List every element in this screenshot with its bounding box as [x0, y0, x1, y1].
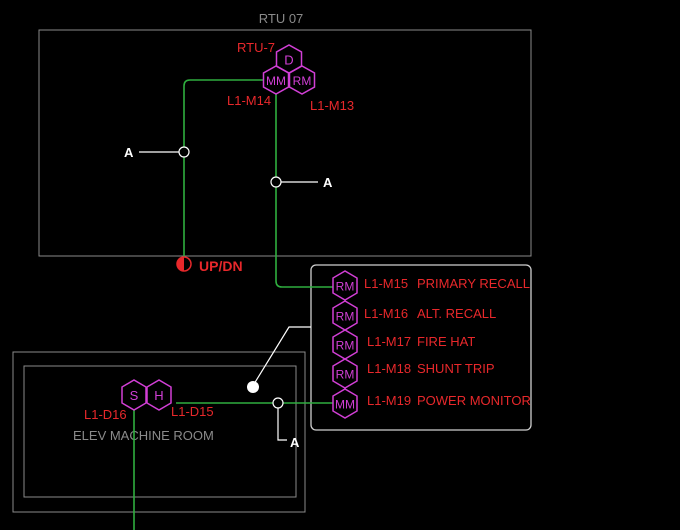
module-description: PRIMARY RECALL [417, 276, 530, 291]
leader-dot [247, 381, 259, 393]
updn-label: UP/DN [199, 258, 243, 274]
elevator-room-outer-outline [12, 351, 306, 513]
module-address: L1-M17 [367, 334, 411, 349]
endpoint-marker-a: A [290, 435, 300, 450]
wire-rm-down [275, 94, 333, 288]
module-description: SHUNT TRIP [417, 361, 495, 376]
junction-a1 [178, 146, 190, 158]
elevator-room-label: ELEV MACHINE ROOM [73, 428, 214, 443]
device-address: L1-M14 [227, 93, 271, 108]
leaders [139, 151, 318, 441]
device-address: L1-D15 [171, 404, 214, 419]
device-address: L1-M13 [310, 98, 354, 113]
leader-panel [253, 326, 311, 385]
svg-text:H: H [154, 388, 163, 403]
leader-a3 [277, 408, 287, 441]
hex-device-mm: MM [262, 65, 290, 95]
module-row-5: MM L1-M19 POWER MONITOR [332, 388, 531, 419]
module-address: L1-M19 [367, 393, 411, 408]
updn-indicator [176, 256, 192, 272]
junction-a3 [272, 397, 284, 409]
hex-device-h: H [146, 379, 172, 411]
svg-text:RM: RM [336, 280, 355, 294]
svg-text:RM: RM [293, 74, 312, 88]
module-description: FIRE HAT [417, 334, 475, 349]
module-row-4: RM L1-M18 SHUNT TRIP [332, 358, 495, 389]
rtu-room-outline [38, 29, 532, 257]
module-address: L1-M16 [364, 306, 408, 321]
svg-text:RM: RM [336, 339, 355, 353]
svg-text:RM: RM [336, 368, 355, 382]
wire-mm-left [183, 79, 272, 262]
module-description: ALT. RECALL [417, 306, 496, 321]
rtu-group-label: RTU-7 [237, 40, 275, 55]
svg-text:RM: RM [336, 310, 355, 324]
module-description: POWER MONITOR [417, 393, 531, 408]
hex-device-rm: RM [288, 65, 316, 95]
wiring [133, 79, 333, 530]
svg-text:MM: MM [266, 74, 286, 88]
svg-text:D: D [284, 53, 293, 68]
module-address: L1-M15 [364, 276, 408, 291]
endpoint-marker-a: A [124, 145, 134, 160]
rtu-room-label: RTU 07 [259, 11, 304, 26]
endpoint-marker-a: A [323, 175, 333, 190]
module-row-2: RM L1-M16 ALT. RECALL [332, 300, 496, 331]
svg-text:S: S [130, 388, 139, 403]
module-panel-outline [310, 264, 532, 431]
module-row-3: RM L1-M17 FIRE HAT [332, 329, 475, 360]
svg-text:MM: MM [335, 398, 355, 412]
module-address: L1-M18 [367, 361, 411, 376]
device-address: L1-D16 [84, 407, 127, 422]
elevator-room-inner-outline [23, 365, 297, 498]
junction-a2 [270, 176, 282, 188]
module-row-1: RM L1-M15 PRIMARY RECALL [332, 270, 530, 301]
hex-device-s: S [121, 379, 147, 411]
